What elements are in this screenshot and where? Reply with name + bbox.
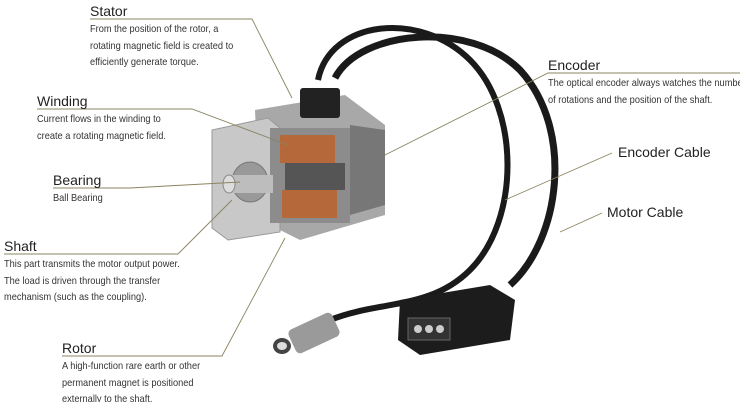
desc-line: The load is driven through the transfer (4, 274, 161, 287)
desc-line: rotating magnetic field is created to (90, 39, 234, 52)
encoder-cable-leader (504, 152, 613, 201)
encoder-cable-label: Encoder Cable (618, 144, 711, 160)
rotor-description: A high-function rare earth or other perm… (62, 358, 200, 402)
motor-cable-leader (559, 212, 603, 233)
winding-leader (37, 108, 289, 146)
rotor-title: Rotor (62, 340, 97, 356)
stator-description: From the position of the rotor, a rotati… (90, 21, 233, 71)
encoder-description: The optical encoder always watches the n… (548, 75, 740, 108)
leader-lines (4, 18, 740, 357)
desc-line: permanent magnet is positioned (62, 376, 194, 389)
desc-line: The optical encoder always watches the n… (548, 77, 740, 89)
shaft-label: Shaft This part transmits the motor outp… (4, 238, 204, 306)
desc-line: mechanism (such as the coupling). (4, 291, 147, 303)
shaft-description: This part transmits the motor output pow… (4, 256, 180, 306)
motor-connector (398, 285, 515, 355)
motor-body (211, 88, 385, 241)
desc-line: Current flows in the winding to (37, 113, 161, 125)
encoder-title: Encoder (548, 57, 601, 73)
stator-title: Stator (90, 3, 128, 19)
desc-line: Ball Bearing (53, 192, 103, 204)
encoder-connector (273, 312, 340, 354)
desc-line: externally to the shaft. (62, 393, 153, 402)
desc-line: A high-function rare earth or other (62, 360, 201, 372)
stator-label: Stator From the position of the rotor, a… (90, 3, 253, 71)
stator-leader (90, 18, 293, 99)
desc-line: create a rotating magnetic field. (37, 129, 166, 142)
shaft-title: Shaft (4, 238, 37, 254)
bearing-title: Bearing (53, 172, 102, 188)
bearing-label: Bearing Ball Bearing (53, 172, 110, 207)
winding-label: Winding Current flows in the winding to … (37, 93, 184, 144)
encoder-label: Encoder The optical encoder always watch… (548, 57, 740, 108)
desc-line: This part transmits the motor output pow… (4, 258, 180, 270)
desc-line: efficiently generate torque. (90, 56, 199, 68)
shaft-leader (4, 199, 233, 255)
winding-description: Current flows in the winding to create a… (37, 111, 166, 144)
bearing-leader (53, 181, 241, 189)
motor-cable (331, 33, 559, 288)
bearing-description: Ball Bearing (53, 190, 103, 207)
motor-cable-label: Motor Cable (607, 204, 683, 220)
motor-cable-title: Motor Cable (607, 204, 684, 220)
desc-line: of rotations and the position of the sha… (548, 93, 713, 106)
winding-title: Winding (37, 93, 88, 109)
rotor-leader (62, 237, 286, 357)
encoder-cable-title: Encoder Cable (618, 144, 711, 160)
encoder-leader (384, 72, 740, 156)
rotor-label: Rotor A high-function rare earth or othe… (62, 340, 219, 402)
desc-line: From the position of the rotor, a (90, 23, 219, 35)
